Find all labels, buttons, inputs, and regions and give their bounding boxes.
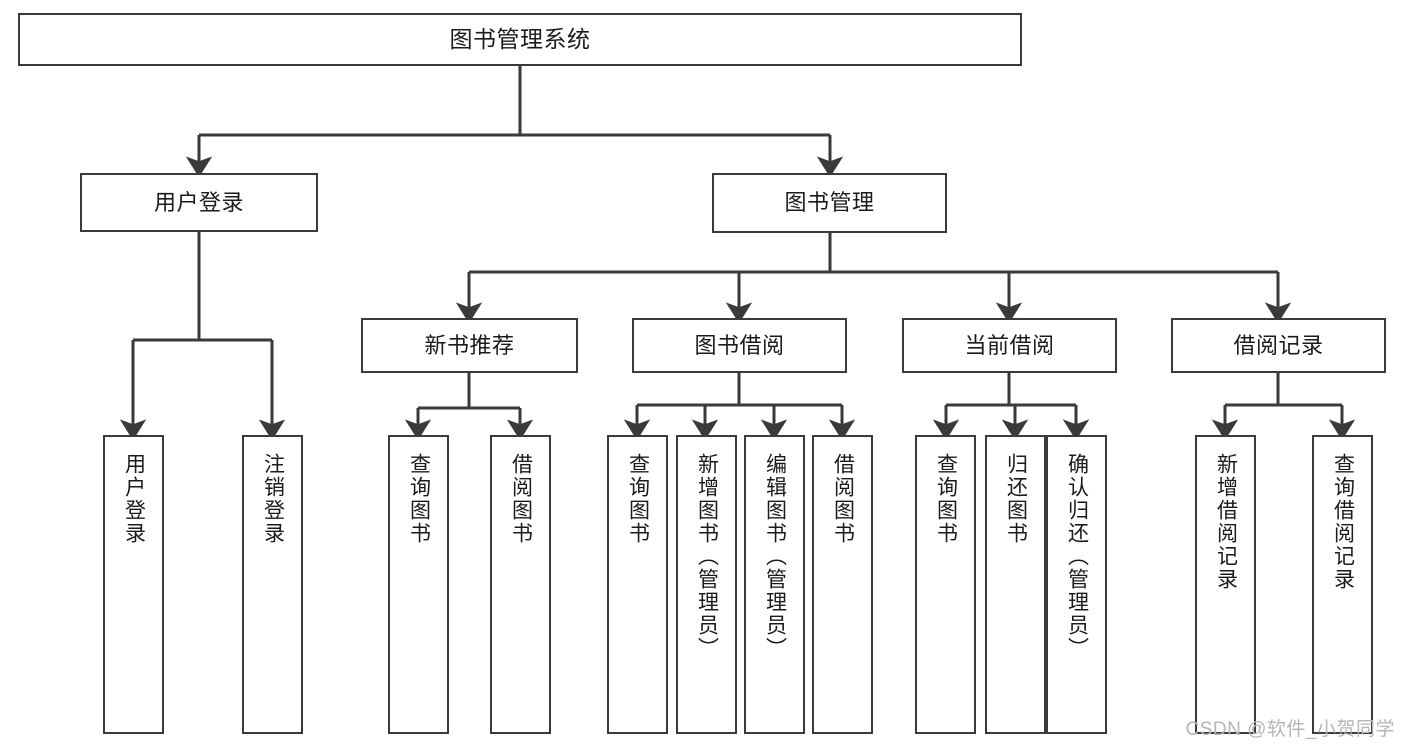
node-book-management[interactable]: 图书管理: [712, 173, 947, 233]
leaf-bookborrow-add-book-admin[interactable]: 新增图书（管理员）: [676, 435, 737, 734]
leaf-bookborrow-borrow-book[interactable]: 借阅图书: [812, 435, 873, 734]
node-label: 注销登录: [261, 453, 285, 545]
node-label: 图书管理系统: [449, 26, 591, 53]
node-label: 借阅记录: [1233, 332, 1324, 358]
node-label: 查询图书: [407, 453, 431, 545]
leaf-user-login-signin[interactable]: 用户登录: [103, 435, 164, 734]
node-label: 图书借阅: [694, 332, 785, 358]
node-label: 当前借阅: [964, 332, 1055, 358]
leaf-currentborrow-return-book[interactable]: 归还图书: [985, 435, 1046, 734]
node-label: 查询借阅记录: [1331, 453, 1355, 591]
node-root-book-management-system[interactable]: 图书管理系统: [18, 13, 1022, 66]
node-label: 借阅图书: [831, 453, 855, 545]
node-current-borrow[interactable]: 当前借阅: [902, 318, 1117, 373]
leaf-user-login-signout[interactable]: 注销登录: [242, 435, 303, 734]
leaf-bookborrow-edit-book-admin[interactable]: 编辑图书（管理员）: [744, 435, 805, 734]
node-label: 查询图书: [626, 453, 650, 545]
leaf-borrowrecord-query-record[interactable]: 查询借阅记录: [1312, 435, 1373, 734]
leaf-currentborrow-confirm-return-admin[interactable]: 确认归还（管理员）: [1046, 435, 1107, 734]
leaf-newbook-borrow-book[interactable]: 借阅图书: [490, 435, 551, 734]
node-book-borrow[interactable]: 图书借阅: [632, 318, 847, 373]
node-label: 查询图书: [934, 453, 958, 545]
leaf-currentborrow-query-book[interactable]: 查询图书: [915, 435, 976, 734]
node-new-book-recommend[interactable]: 新书推荐: [361, 318, 578, 373]
node-user-login[interactable]: 用户登录: [80, 173, 318, 232]
leaf-newbook-query-book[interactable]: 查询图书: [388, 435, 449, 734]
node-label: 编辑图书（管理员）: [763, 453, 787, 660]
node-label: 新增图书（管理员）: [695, 453, 719, 660]
node-label: 借阅图书: [509, 453, 533, 545]
node-label: 新书推荐: [424, 332, 515, 358]
node-label: 图书管理: [784, 190, 875, 216]
node-label: 用户登录: [153, 189, 244, 215]
leaf-borrowrecord-add-record[interactable]: 新增借阅记录: [1195, 435, 1256, 734]
node-label: 归还图书: [1004, 453, 1028, 545]
node-label: 用户登录: [122, 453, 146, 545]
node-label: 新增借阅记录: [1214, 453, 1238, 591]
node-borrow-record[interactable]: 借阅记录: [1171, 318, 1386, 373]
leaf-bookborrow-query-book[interactable]: 查询图书: [607, 435, 668, 734]
node-label: 确认归还（管理员）: [1065, 453, 1089, 660]
